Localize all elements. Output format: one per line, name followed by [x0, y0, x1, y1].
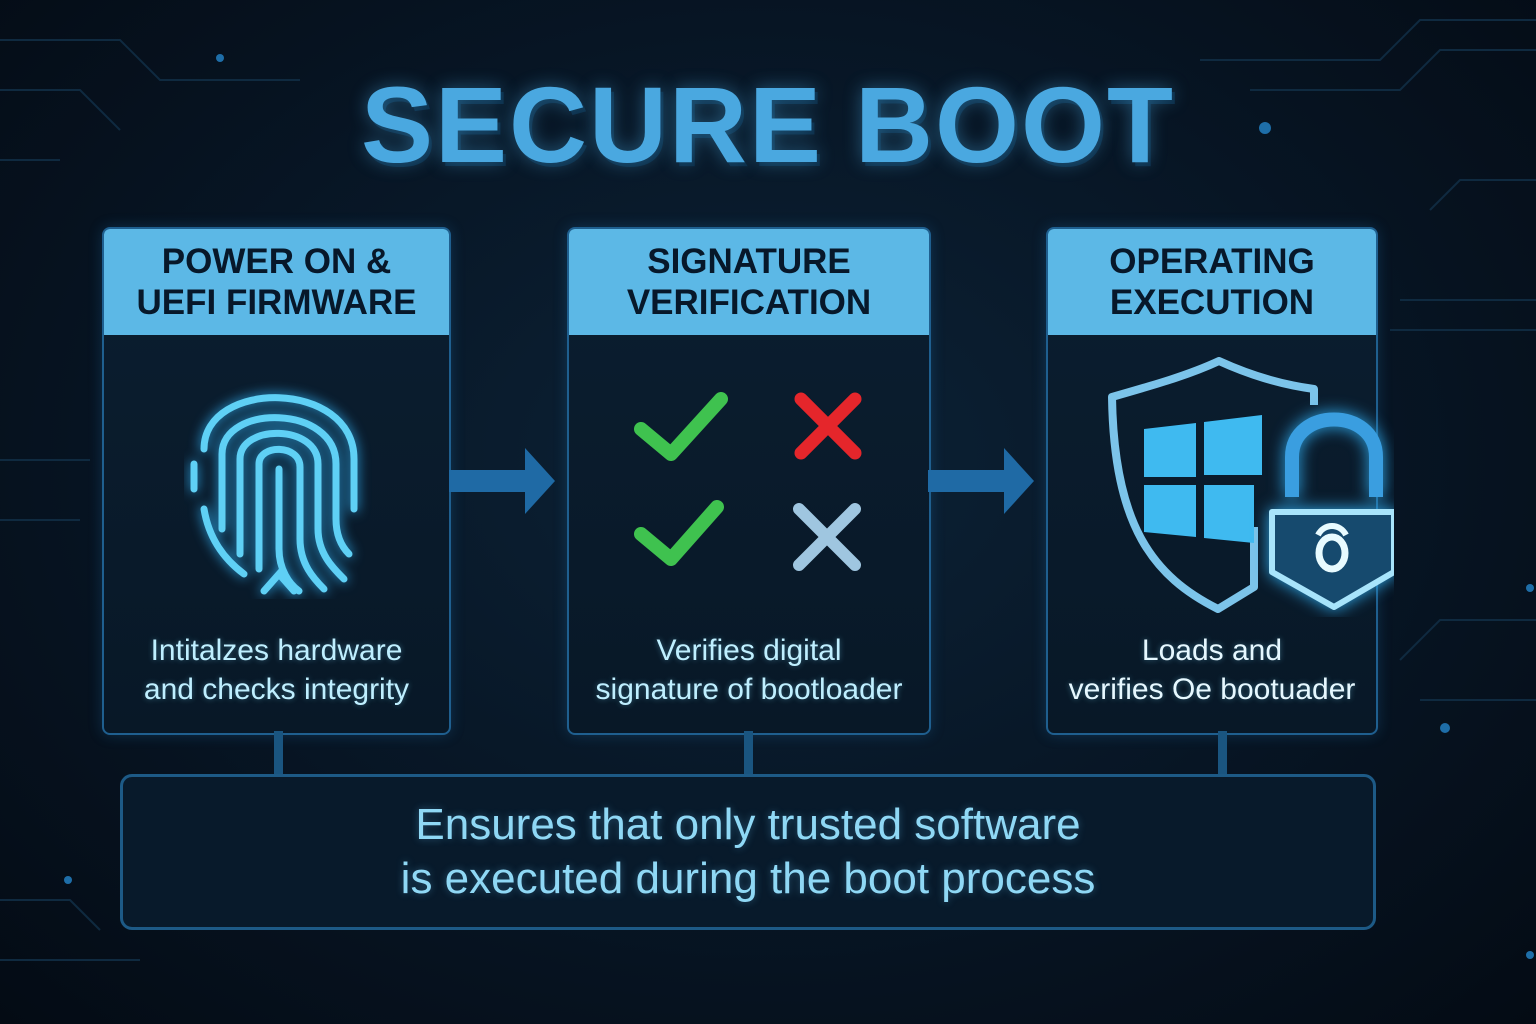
windows-logo-icon: [1144, 415, 1262, 543]
padlock-icon: [1269, 412, 1394, 610]
description-line: and checks integrity: [143, 673, 410, 706]
shield-icon: [1108, 357, 1318, 613]
heading-line: EXECUTION: [1109, 283, 1315, 322]
step-card-power-on: POWER ON & UEFI FIRMWARE Intitalzes hard…: [102, 227, 451, 735]
connector-line: [274, 731, 283, 775]
connector-line: [1218, 731, 1227, 775]
heading-line: OPERATING: [1109, 242, 1315, 281]
step-card-signature-verification: SIGNATURE VERIFICATION Verifies digital …: [567, 227, 931, 735]
step-heading: OPERATING EXECUTION: [1048, 229, 1376, 335]
description-line: Loads and: [1141, 634, 1283, 667]
connector-line: [744, 731, 753, 775]
description-line: Verifies digital: [656, 634, 842, 667]
step-description: Intitalzes hardware and checks integrity: [104, 631, 449, 709]
description-line: verifies Oe bootuader: [1068, 673, 1356, 706]
step-description: Verifies digital signature of bootloader: [569, 631, 929, 709]
fingerprint-icon: [190, 394, 358, 595]
step-heading: POWER ON & UEFI FIRMWARE: [104, 229, 449, 335]
arrow-right-icon: [928, 448, 1034, 514]
description-line: signature of bootloader: [595, 673, 903, 706]
step-description: Loads and verifies Oe bootuader: [1048, 631, 1376, 709]
check-icon: [634, 392, 728, 461]
description-line: Intitalzes hardware: [150, 634, 403, 667]
heading-line: SIGNATURE: [647, 242, 851, 281]
page-title: SECURE BOOT: [360, 64, 1176, 185]
heading-line: UEFI FIRMWARE: [136, 283, 417, 322]
step-card-operating-execution: OPERATING EXECUTION Loads and verifies O…: [1046, 227, 1394, 735]
summary-box: Ensures that only trusted software is ex…: [120, 774, 1376, 930]
summary-line: is executed during the boot process: [400, 854, 1096, 903]
signature-check-icons: [634, 392, 862, 571]
summary-line: Ensures that only trusted software: [415, 800, 1081, 849]
arrow-right-icon: [449, 448, 555, 514]
check-icon: [634, 500, 724, 566]
cross-icon: [794, 392, 862, 460]
cross-faded-icon: [793, 503, 861, 571]
step-heading: SIGNATURE VERIFICATION: [569, 229, 929, 335]
windows-shield-lock-icon: [1108, 357, 1394, 613]
heading-line: POWER ON &: [161, 242, 392, 281]
heading-line: VERIFICATION: [626, 283, 872, 322]
